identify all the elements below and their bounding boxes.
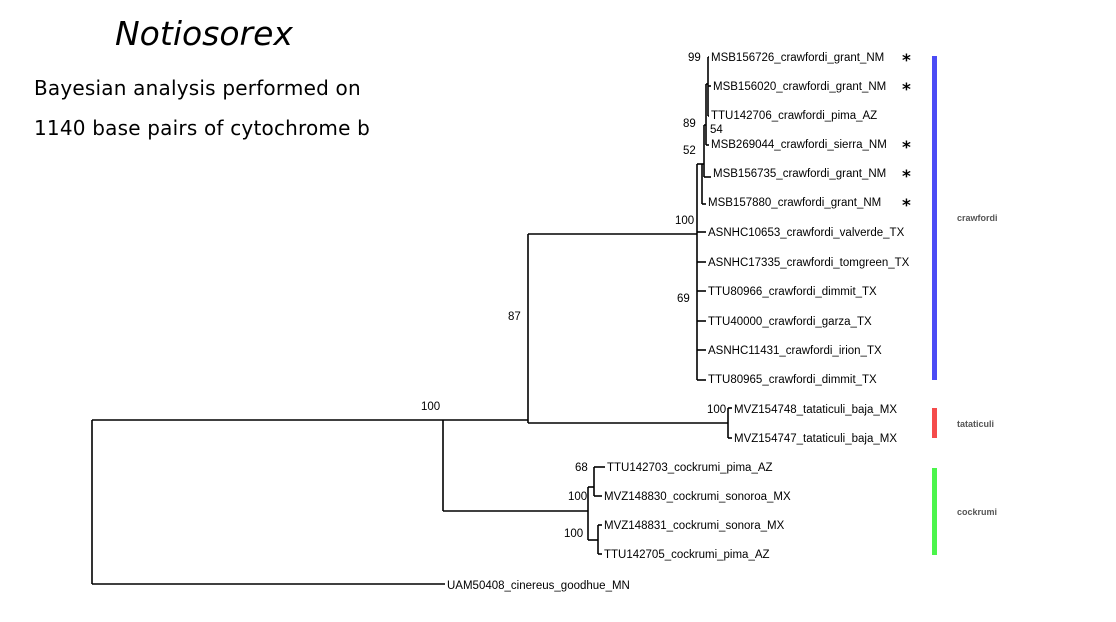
clade-label-crawfordi: crawfordi [957,213,998,223]
support-value: 52 [683,145,696,157]
support-value: 100 [564,528,583,540]
asterisk-icon: * [902,51,911,71]
taxon-label: MSB156020_crawfordi_grant_NM [713,81,886,93]
specimen-markers: * * * * * [902,51,911,216]
clade-label-tataticuli: tataticuli [957,419,994,429]
taxon-label: MSB156726_crawfordi_grant_NM [711,52,884,64]
asterisk-icon: * [902,138,911,158]
clade-annotations: crawfordi tataticuli cockrumi [932,56,998,555]
taxon-label: MVZ154747_tataticuli_baja_MX [734,433,897,445]
asterisk-icon: * [902,80,911,100]
taxon-label: ASNHC10653_crawfordi_valverde_TX [708,227,905,239]
support-value: 54 [710,124,723,136]
asterisk-icon: * [902,167,911,187]
clade-label-cockrumi: cockrumi [957,507,997,517]
figure-subtitle-line2: 1140 base pairs of cytochrome b [34,116,371,140]
support-value: 87 [508,311,521,323]
taxon-label: MSB156735_crawfordi_grant_NM [713,168,886,180]
taxon-label: ASNHC11431_crawfordi_irion_TX [708,345,882,357]
taxon-label: MVZ148830_cockrumi_sonoroa_MX [604,491,791,503]
support-values: 100 87 100 52 89 54 99 69 100 100 68 100 [421,52,726,540]
taxon-label: UAM50408_cinereus_goodhue_MN [447,580,630,592]
taxon-labels: MSB156726_crawfordi_grant_NM MSB156020_c… [447,52,910,592]
asterisk-icon: * [902,196,911,216]
clade-bar-crawfordi [932,56,937,380]
support-value: 99 [688,52,701,64]
support-value: 100 [421,401,440,413]
taxon-label: TTU142703_cockrumi_pima_AZ [607,462,773,474]
support-value: 69 [677,293,690,305]
figure-title: Notiosorex [115,14,293,53]
figure-subtitle-line1: Bayesian analysis performed on [34,76,361,100]
taxon-label: TTU80966_crawfordi_dimmit_TX [708,286,877,298]
support-value: 89 [683,118,696,130]
taxon-label: MVZ154748_tataticuli_baja_MX [734,404,897,416]
clade-bar-cockrumi [932,468,937,555]
clade-bar-tataticuli [932,408,937,438]
taxon-label: TTU80965_crawfordi_dimmit_TX [708,374,877,386]
support-value: 68 [575,462,588,474]
support-value: 100 [707,404,726,416]
taxon-label: MSB269044_crawfordi_sierra_NM [711,139,887,151]
taxon-label: MVZ148831_cockrumi_sonora_MX [604,520,785,532]
taxon-label: ASNHC17335_crawfordi_tomgreen_TX [708,257,910,269]
taxon-label: TTU142705_cockrumi_pima_AZ [604,549,770,561]
support-value: 100 [675,215,694,227]
tree-branches [91,56,732,585]
support-value: 100 [568,491,587,503]
taxon-label: TTU142706_crawfordi_pima_AZ [711,110,877,122]
taxon-label: TTU40000_crawfordi_garza_TX [708,316,872,328]
taxon-label: MSB157880_crawfordi_grant_NM [708,197,881,209]
